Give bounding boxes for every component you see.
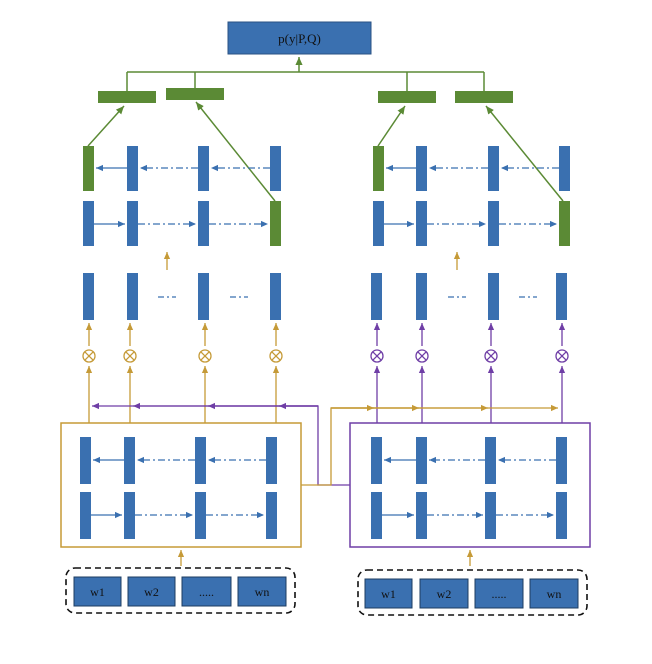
circle-times-icon — [123, 349, 137, 363]
token-label: w2 — [144, 585, 159, 599]
lstm-cell — [127, 146, 138, 191]
pooling-arrows — [87, 101, 564, 202]
token-label: ..... — [492, 587, 507, 601]
output-probability-box — [227, 21, 372, 55]
lstm-cell — [373, 146, 384, 191]
right-upper-bilstm — [373, 146, 570, 270]
token-box — [474, 578, 524, 609]
pool-arrow-right-1 — [377, 105, 406, 147]
weighted-vector — [371, 273, 382, 320]
output-aggregation-tree — [126, 56, 485, 91]
circle-times-icon — [269, 349, 283, 363]
lstm-cell — [266, 437, 277, 484]
left-input-sequence: w1 w2 ..... wn — [65, 567, 296, 614]
pool-arrow-left-1 — [87, 105, 125, 147]
lstm-cell — [270, 201, 281, 246]
left-upper-bilstm — [83, 146, 281, 270]
token-box — [419, 578, 469, 609]
token-box — [237, 576, 287, 607]
lstm-cell — [195, 437, 206, 484]
pooled-vector-right-forward — [455, 91, 513, 103]
token-label: ..... — [199, 585, 214, 599]
circle-times-icon — [370, 349, 384, 363]
token-label: w1 — [381, 587, 396, 601]
lstm-cell — [559, 146, 570, 191]
token-label: wn — [255, 585, 270, 599]
right-encoder-frame — [349, 422, 591, 548]
output-probability-label: p(y|P,Q) — [278, 31, 321, 46]
gold-cross-attention — [301, 404, 558, 486]
weighted-vector — [198, 273, 209, 320]
token-box — [364, 578, 413, 609]
circle-times-icon — [82, 349, 96, 363]
lstm-cell — [266, 492, 277, 539]
token-box — [529, 578, 579, 609]
weighted-vector — [416, 273, 427, 320]
weighted-vector — [488, 273, 499, 320]
token-label: w2 — [437, 587, 452, 601]
lstm-cell — [416, 437, 427, 484]
token-box — [73, 576, 122, 607]
left-encoder — [60, 422, 302, 548]
lstm-cell — [80, 437, 91, 484]
weighted-vector — [270, 273, 281, 320]
lstm-cell — [371, 437, 382, 484]
circle-times-icon — [415, 349, 429, 363]
right-attention-multiply — [370, 323, 569, 423]
pool-arrow-left-2 — [195, 101, 276, 202]
left-attention-multiply — [82, 323, 283, 423]
token-label: w1 — [90, 585, 105, 599]
token-label: wn — [547, 587, 562, 601]
lstm-cell — [195, 492, 206, 539]
lstm-cell — [559, 201, 570, 246]
lstm-cell — [556, 437, 567, 484]
lstm-cell — [373, 201, 384, 246]
lstm-cell — [371, 492, 382, 539]
lstm-cell — [416, 492, 427, 539]
pooled-vector-left-forward — [166, 88, 224, 100]
token-box — [181, 576, 232, 607]
weighted-vector — [83, 273, 94, 320]
output-block: p(y|P,Q) — [227, 21, 372, 55]
weighted-vector — [556, 273, 567, 320]
gold-attention-line — [301, 404, 558, 486]
purple-cross-attention — [92, 402, 350, 486]
right-input-frame — [357, 569, 588, 616]
lstm-cell — [270, 146, 281, 191]
left-input-frame — [65, 567, 296, 614]
circle-times-icon — [198, 349, 212, 363]
lstm-cell — [485, 492, 496, 539]
lstm-cell — [83, 146, 94, 191]
lstm-cell — [416, 201, 427, 246]
lstm-cell — [485, 437, 496, 484]
lstm-cell — [198, 146, 209, 191]
lstm-cell — [416, 146, 427, 191]
left-weighted-vectors — [83, 273, 281, 320]
weighted-vector — [127, 273, 138, 320]
right-weighted-vectors — [371, 273, 567, 320]
pooled-vectors — [98, 88, 513, 103]
lstm-cell — [80, 492, 91, 539]
right-input-sequence: w1 w2 ..... wn — [357, 569, 588, 616]
lstm-cell — [556, 492, 567, 539]
pooled-vector-left-backward — [98, 91, 156, 103]
lstm-cell — [124, 437, 135, 484]
circle-times-icon — [555, 349, 569, 363]
lstm-cell — [83, 201, 94, 246]
lstm-cell — [127, 201, 138, 246]
left-encoder-frame — [60, 422, 302, 548]
lstm-cell — [198, 201, 209, 246]
lstm-cell — [488, 201, 499, 246]
lstm-cell — [488, 146, 499, 191]
right-encoder — [349, 422, 591, 548]
pooled-vector-right-backward — [378, 91, 436, 103]
circle-times-icon — [484, 349, 498, 363]
lstm-cell — [124, 492, 135, 539]
token-box — [127, 576, 176, 607]
pool-arrow-right-2 — [485, 105, 564, 202]
